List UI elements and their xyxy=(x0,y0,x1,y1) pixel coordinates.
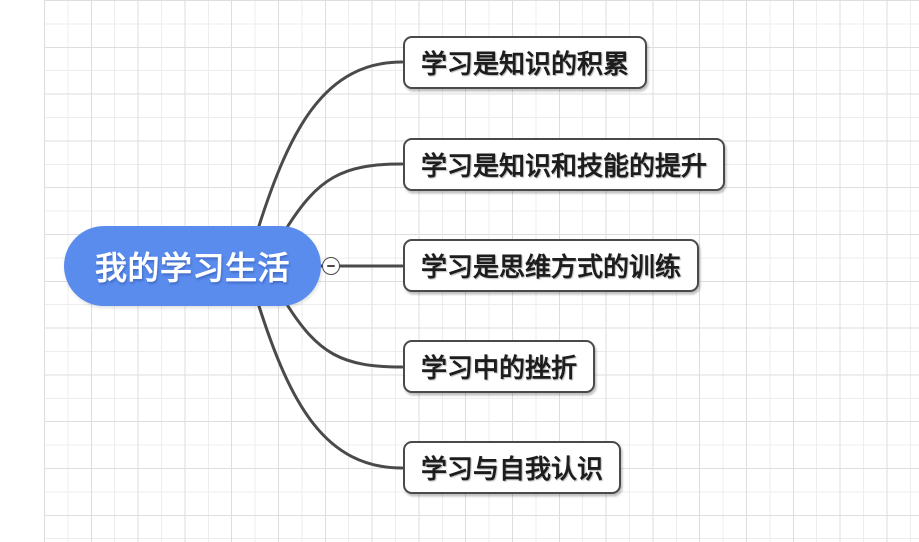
branch-node-5[interactable]: 学习与自我认识 xyxy=(403,441,622,494)
branch-node-2[interactable]: 学习是知识和技能的提升 xyxy=(403,138,726,191)
branch-node-1[interactable]: 学习是知识的积累 xyxy=(403,36,648,89)
collapse-toggle-button[interactable] xyxy=(322,257,340,275)
branch-node-4[interactable]: 学习中的挫折 xyxy=(403,340,596,393)
branch-node-3[interactable]: 学习是思维方式的训练 xyxy=(403,239,700,292)
root-node[interactable]: 我的学习生活 xyxy=(64,226,321,306)
minus-icon xyxy=(327,265,335,267)
